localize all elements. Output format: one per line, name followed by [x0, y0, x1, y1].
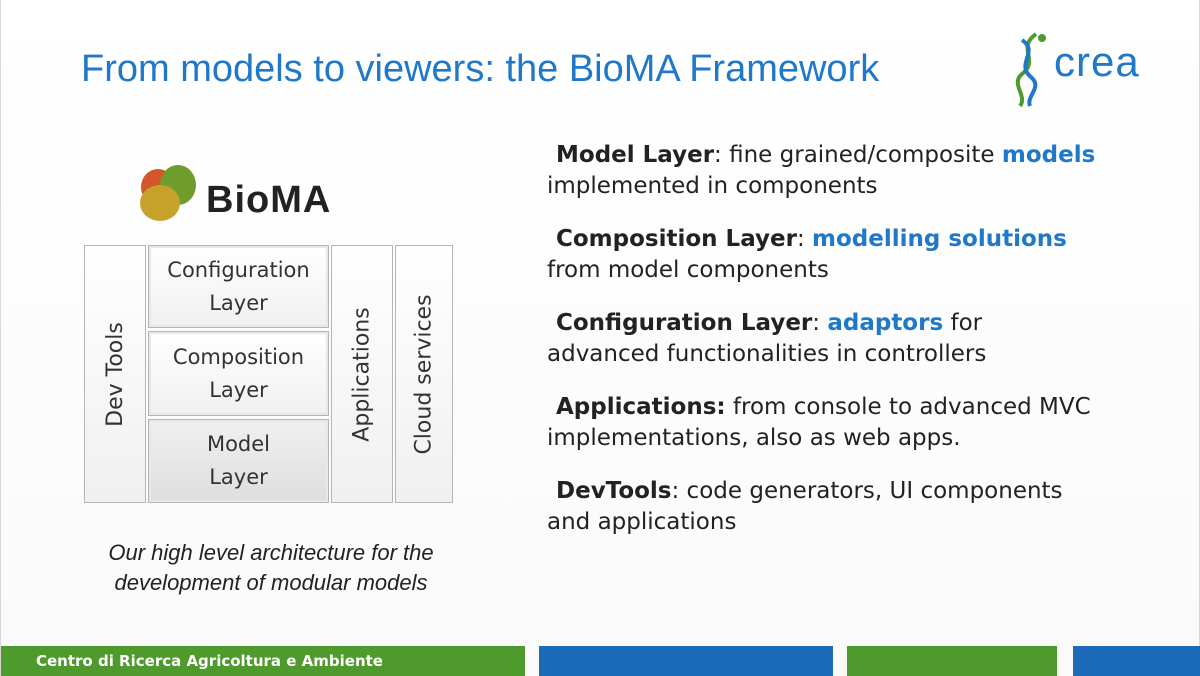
composition-layer-box: Composition Layer — [148, 331, 329, 416]
footer-blue-segment-2 — [1073, 646, 1200, 676]
applications-label: Applications — [349, 306, 375, 442]
footer-green-segment-1 — [1, 646, 525, 676]
crea-logo: crea — [1006, 30, 1156, 110]
point-continuation: from model components — [547, 257, 829, 283]
point-applications: Applications: from console to advanced M… — [547, 392, 1197, 454]
composition-layer-label-1: Composition — [172, 344, 305, 369]
applications-column: Applications — [331, 245, 393, 503]
point-devtools: DevTools: code generators, UI components… — [547, 476, 1197, 538]
configuration-layer-box: Configuration Layer — [148, 245, 329, 328]
configuration-layer-label-2: Layer — [209, 290, 268, 315]
point-text: : fine grained/composite — [714, 142, 1002, 168]
point-text: from console to advanced MVC — [725, 394, 1091, 420]
caption-line-1: Our high level architecture for the — [108, 540, 434, 565]
point-continuation: advanced functionalities in controllers — [547, 341, 987, 367]
point-text: : code generators, UI components — [671, 478, 1063, 504]
layer-descriptions: Model Layer: fine grained/composite mode… — [547, 140, 1197, 560]
footer-blue-segment-1 — [539, 646, 833, 676]
point-term: Model Layer — [556, 142, 715, 168]
model-layer-label-2: Layer — [209, 465, 268, 489]
slide-title: From models to viewers: the BioMA Framew… — [81, 48, 880, 90]
point-continuation: implemented in components — [547, 173, 878, 199]
composition-layer-label-2: Layer — [209, 377, 268, 402]
point-highlight: models — [1001, 142, 1096, 168]
point-configuration-layer: Configuration Layer: adaptors for advanc… — [547, 308, 1197, 370]
point-continuation: implementations, also as web apps. — [547, 425, 961, 451]
crea-wordmark: crea — [1054, 38, 1140, 85]
point-term: Configuration Layer — [556, 310, 813, 336]
footer-text: Centro di Ricerca Agricoltura e Ambiente — [36, 652, 383, 670]
point-text: : — [796, 226, 813, 252]
point-highlight: modelling solutions — [812, 226, 1067, 252]
point-composition-layer: Composition Layer: modelling solutions f… — [547, 224, 1197, 286]
cloud-services-column: Cloud services — [395, 245, 453, 503]
model-layer-label-1: Model — [206, 432, 271, 456]
point-term: DevTools — [556, 478, 672, 504]
footer-bar: Centro di Ricerca Agricoltura e Ambiente — [1, 646, 1200, 676]
point-text-after: for — [943, 310, 983, 336]
point-model-layer: Model Layer: fine grained/composite mode… — [547, 140, 1197, 202]
cloud-services-label: Cloud services — [411, 293, 437, 455]
point-term: Applications: — [556, 394, 726, 420]
model-layer-box: Model Layer — [148, 419, 329, 503]
point-continuation: and applications — [547, 509, 737, 535]
bioma-logo: BioMA — [136, 163, 406, 225]
bioma-wordmark: BioMA — [206, 179, 332, 221]
footer-green-segment-2 — [847, 646, 1057, 676]
crea-dna-icon — [1015, 32, 1046, 108]
configuration-layer-label-1: Configuration — [167, 257, 310, 282]
dev-tools-label: Dev Tools — [102, 321, 128, 427]
diagram-caption: Our high level architecture for the deve… — [61, 538, 481, 598]
caption-line-2: development of modular models — [114, 570, 428, 595]
bioma-logo-icon — [140, 165, 196, 221]
point-text: : — [812, 310, 828, 336]
point-term: Composition Layer — [556, 226, 797, 252]
point-highlight: adaptors — [827, 310, 944, 336]
dev-tools-column: Dev Tools — [84, 245, 146, 503]
